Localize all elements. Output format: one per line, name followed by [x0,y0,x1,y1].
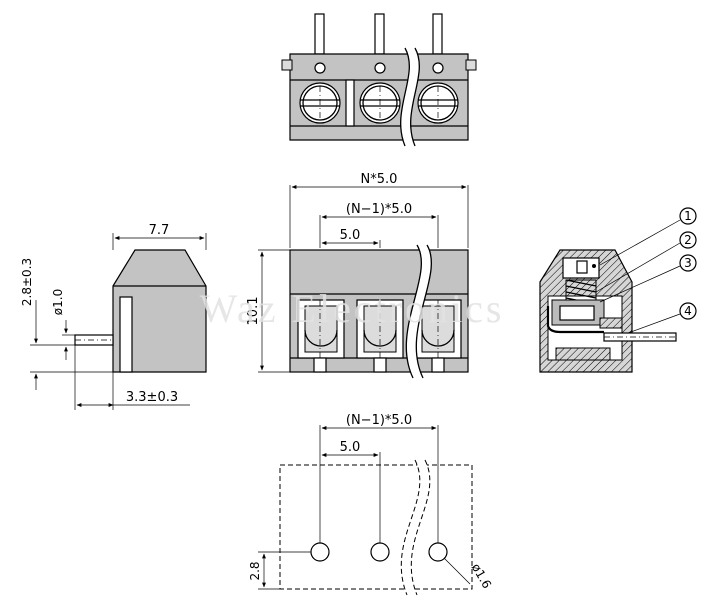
screw-head [359,82,401,124]
section-view: 1 2 3 4 [539,207,697,373]
top-view [281,13,477,148]
dim-pcb-pitch: 5.0 [340,440,361,455]
dim-side-width: 7.7 [149,223,170,238]
pcb-hole [428,542,448,562]
pcb-layout-view: (N−1)*5.0 5.0 ø1.6 2.8 [248,413,494,597]
callout-1: 1 [599,207,697,266]
callout-2: 2 [595,231,697,293]
dim-hole-diameter: ø1.6 [469,561,494,591]
callout-label: 1 [684,209,692,223]
callout-label: 3 [684,256,692,270]
dim-pcb-row: 2.8 [248,561,262,580]
callout-4: 4 [627,302,697,334]
dim-overall-width: N*5.0 [361,172,398,187]
pcb-hole [370,542,390,562]
watermark: Waz Electronics [200,286,505,331]
callout-label: 2 [684,233,692,247]
dim-pin-diameter: ø1.0 [51,289,65,315]
dim-pin-offset: 3.3±0.3 [126,390,178,405]
dim-pcb-span: (N−1)*5.0 [346,413,412,428]
callout-label: 4 [684,304,692,318]
side-view: 7.7 ø1.0 2.8±0.3 3.3±0.3 [20,223,207,410]
pcb-hole [310,542,330,562]
dim-pin-length: 2.8±0.3 [20,258,34,306]
dim-pin-span: (N−1)*5.0 [346,202,412,217]
screw-head [417,82,459,124]
front-view: N*5.0 (N−1)*5.0 5.0 [246,172,469,380]
callout-3: 3 [599,254,697,303]
dim-pitch: 5.0 [340,228,361,243]
dim-height: 10.1 [246,297,261,326]
screw-head [299,82,341,124]
